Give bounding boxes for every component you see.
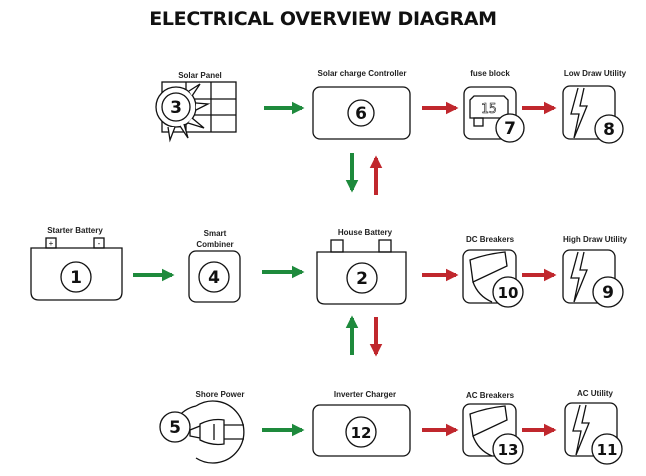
number-3: 3 <box>170 98 182 118</box>
label-solar-charge-controller: Solar charge Controller <box>317 69 407 78</box>
fuse-rating-text: 15 <box>481 102 497 117</box>
label-fuse-block: fuse block <box>470 69 510 78</box>
badge-1 <box>60 261 92 293</box>
badge-4 <box>198 261 230 293</box>
dc-breaker-icon <box>462 249 517 304</box>
badge-6 <box>347 99 375 127</box>
badge-9 <box>592 276 624 308</box>
number-13: 13 <box>498 441 519 459</box>
label-high-draw-utility: High Draw Utility <box>562 235 627 244</box>
badge-10 <box>492 276 524 308</box>
lightning-icon <box>562 249 616 304</box>
label-solar-panel: Solar Panel <box>178 71 222 80</box>
badge-3 <box>161 92 191 122</box>
fuse-icon <box>463 86 517 140</box>
badge-13 <box>492 433 524 465</box>
number-12: 12 <box>351 424 372 442</box>
label-inverter-charger: Inverter Charger <box>333 390 397 399</box>
label-smart-combiner-line1: Smart <box>203 229 227 238</box>
controller-box-icon <box>312 86 411 140</box>
number-8: 8 <box>603 120 615 140</box>
label-shore-power: Shore Power <box>195 390 245 399</box>
terminal-negative: - <box>98 239 101 248</box>
badge-5 <box>159 411 191 443</box>
lightning-icon <box>562 85 616 140</box>
lightning-icon <box>564 402 618 457</box>
badge-2 <box>346 262 378 294</box>
badge-8 <box>594 114 624 144</box>
label-dc-breakers: DC Breakers <box>465 235 515 244</box>
inverter-box-icon <box>312 404 411 457</box>
number-7: 7 <box>504 119 516 139</box>
label-starter-battery: Starter Battery <box>47 226 103 235</box>
number-5: 5 <box>169 418 181 438</box>
number-1: 1 <box>70 268 82 288</box>
label-ac-breakers: AC Breakers <box>465 391 515 400</box>
diagram-title: ELECTRICAL OVERVIEW DIAGRAM <box>149 8 497 30</box>
house-battery-icon <box>316 239 407 305</box>
label-smart-combiner-line2: Combiner <box>196 240 234 249</box>
terminal-positive: + <box>49 239 54 248</box>
number-6: 6 <box>355 104 367 124</box>
starter-battery-icon <box>30 237 123 301</box>
number-11: 11 <box>597 441 618 459</box>
ac-breaker-icon <box>462 403 517 457</box>
badge-11 <box>591 433 623 465</box>
label-house-battery: House Battery <box>337 228 393 237</box>
number-2: 2 <box>356 269 368 289</box>
badge-12 <box>345 416 377 448</box>
label-ac-utility: AC Utility <box>577 389 613 398</box>
number-4: 4 <box>208 268 220 288</box>
badge-7 <box>495 113 525 143</box>
number-9: 9 <box>602 283 614 303</box>
plug-icon <box>170 400 245 464</box>
number-10: 10 <box>498 284 519 302</box>
combiner-box-icon <box>188 250 241 303</box>
label-low-draw-utility: Low Draw Utility <box>563 69 627 78</box>
